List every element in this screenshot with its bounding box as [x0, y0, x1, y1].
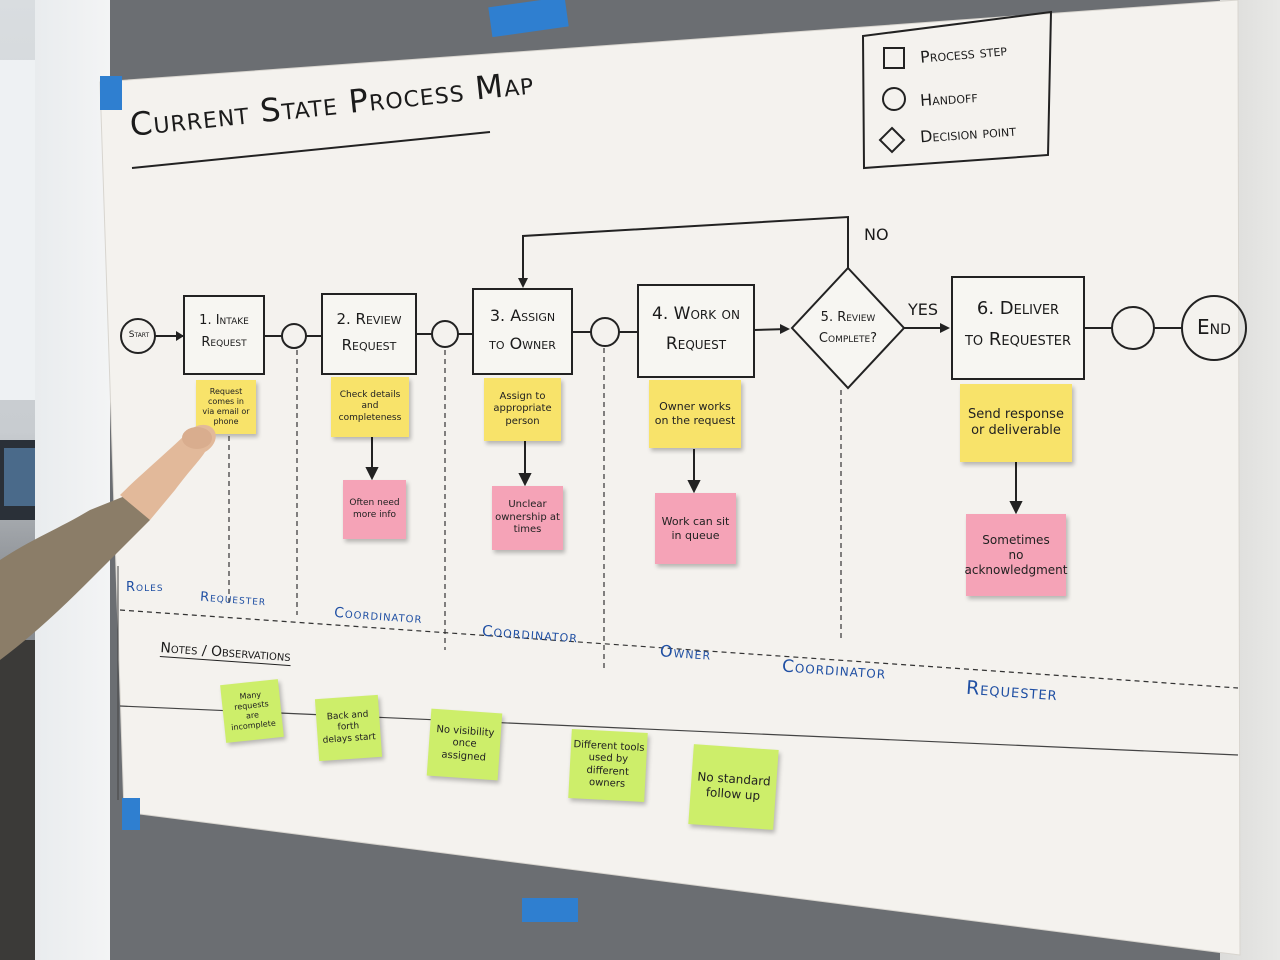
- handoff-circle: [431, 320, 459, 348]
- pink-sticky-note: Unclear ownership at times: [492, 486, 563, 550]
- step-3-line2: to Owner: [489, 334, 556, 353]
- step-3-line1: 3. Assign: [489, 306, 556, 325]
- yes-label: YES: [908, 300, 939, 319]
- tape: [488, 0, 569, 38]
- step-1-box: [183, 295, 265, 375]
- sticky-text: Back and forth delays start: [322, 709, 377, 746]
- step-2-box: [321, 293, 417, 375]
- yellow-sticky-note: Request comes in via email or phone: [196, 380, 256, 434]
- decision-line2: Complete?: [818, 330, 878, 346]
- sticky-text: Check details and completeness: [338, 390, 402, 423]
- step-6-box: [951, 276, 1085, 380]
- decision-diamond: [790, 266, 906, 390]
- tape: [122, 798, 140, 830]
- step-1-line1: 1. Intake: [199, 313, 249, 328]
- end-circle: [1181, 295, 1247, 361]
- yellow-sticky-note: Owner works on the request: [649, 380, 741, 448]
- yellow-sticky-note: Assign to appropriate person: [484, 378, 561, 441]
- sticky-text: Often need more info: [349, 498, 400, 520]
- step-2-line1: 2. Review: [336, 310, 402, 328]
- green-sticky-note: Different tools used by different owners: [568, 729, 648, 802]
- green-sticky-note: Back and forth delays start: [314, 694, 383, 762]
- legend-handoff-label: Handoff: [919, 87, 979, 110]
- step-4-line2: Request: [665, 333, 727, 354]
- decision-label: 5. Review Complete?: [800, 308, 896, 350]
- legend-square-icon: [883, 47, 905, 69]
- step-2-label: 2. Review Request: [322, 306, 416, 359]
- pink-sticky-note: Sometimes no acknowledgment: [964, 514, 1068, 596]
- step-4-label: 4. Work on Request: [638, 300, 754, 360]
- pink-sticky-note: Often need more info: [343, 480, 406, 539]
- step-3-box: [472, 288, 573, 375]
- sticky-text: No visibility once assigned: [436, 723, 495, 764]
- sticky-text: Assign to appropriate person: [493, 390, 552, 427]
- roles-label: Roles: [126, 580, 164, 595]
- step-1-line2: Request: [201, 335, 247, 351]
- legend-diamond-icon: [878, 126, 906, 154]
- start-circle: [120, 318, 156, 354]
- tape: [522, 898, 578, 922]
- step-6-line2: to Requester: [964, 328, 1072, 350]
- start-label: Start: [128, 330, 150, 340]
- sticky-text: Unclear ownership at times: [495, 499, 560, 536]
- sticky-text: Work can sit in queue: [661, 514, 730, 542]
- yellow-sticky-note: Send response or deliverable: [960, 384, 1072, 462]
- sticky-text: Request comes in via email or phone: [202, 387, 250, 426]
- step-3-label: 3. Assign to Owner: [473, 302, 572, 358]
- step-6-line1: 6. Deliver: [976, 298, 1060, 319]
- sticky-text: Owner works on the request: [654, 400, 736, 427]
- sticky-text: Different tools used by different owners: [573, 738, 645, 790]
- handoff-circle: [590, 317, 620, 347]
- step-1-label: 1. Intake Request: [184, 310, 264, 354]
- step-6-label: 6. Deliver to Requester: [952, 294, 1084, 355]
- role-label: Owner: [659, 641, 712, 664]
- sticky-text: Sometimes no acknowledgment: [964, 532, 1068, 577]
- green-sticky-note: No standard follow up: [688, 744, 779, 830]
- handoff-circle: [281, 323, 307, 349]
- green-sticky-note: No visibility once assigned: [426, 708, 503, 781]
- pink-sticky-note: Work can sit in queue: [655, 493, 736, 564]
- step-4-box: [637, 284, 755, 378]
- person-arm: [0, 424, 216, 660]
- step-2-line2: Request: [341, 336, 397, 355]
- end-label: End: [1197, 315, 1231, 339]
- sticky-text: Send response or deliverable: [968, 406, 1064, 438]
- yellow-sticky-note: Check details and completeness: [331, 377, 409, 437]
- no-label: NO: [864, 225, 889, 244]
- legend-circle-icon: [882, 87, 906, 111]
- decision-line1: 5. Review: [820, 310, 876, 325]
- wall-pillar: [35, 0, 110, 960]
- sticky-text: No standard follow up: [696, 769, 772, 803]
- step-4-line1: 4. Work on: [652, 304, 740, 324]
- tape: [100, 76, 122, 110]
- handoff-circle: [1111, 306, 1155, 350]
